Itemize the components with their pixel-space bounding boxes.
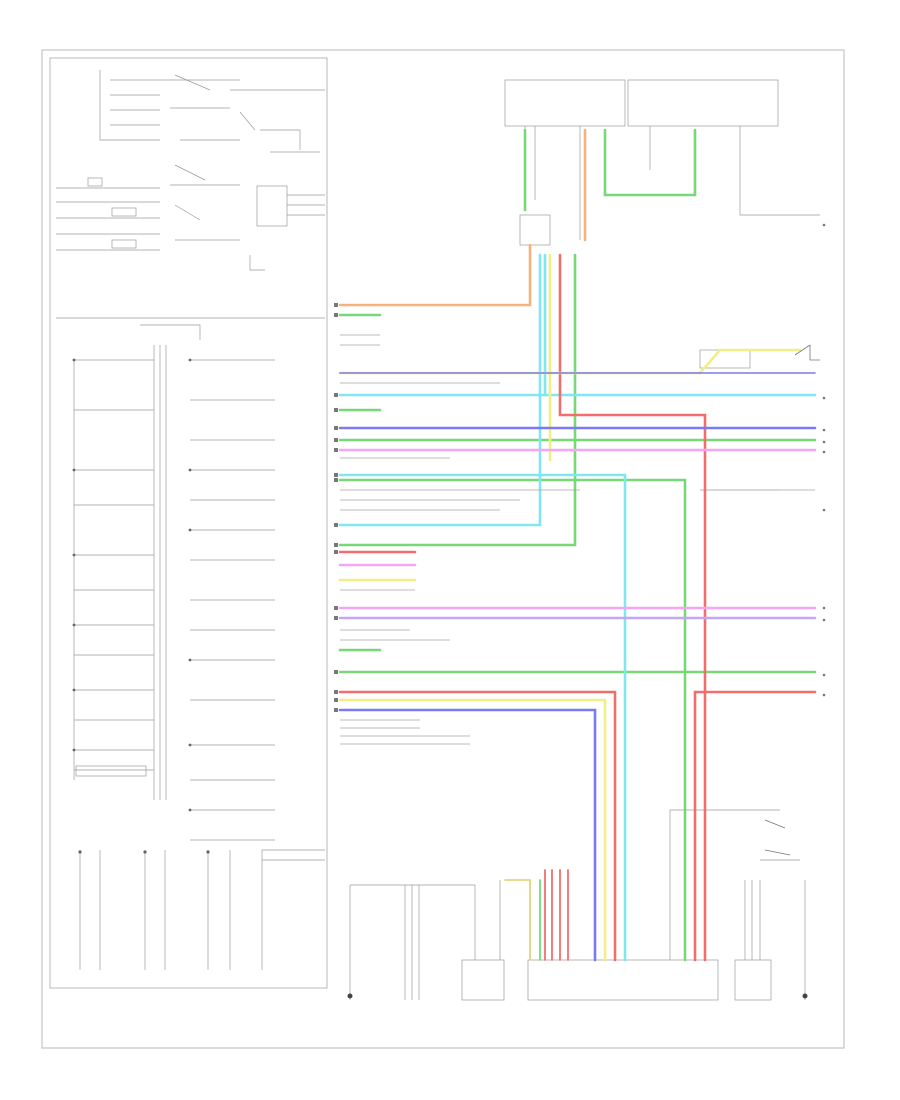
wire-yellow-c <box>338 698 607 962</box>
signal-lines <box>340 334 815 745</box>
wire-yellow-a <box>338 348 802 375</box>
wire-harness <box>338 128 817 962</box>
wire-green-g <box>338 253 577 547</box>
wire-red-a <box>558 253 707 962</box>
sheet-border <box>41 49 845 1049</box>
meter-dots <box>72 358 210 854</box>
wire-blue-c <box>338 708 597 962</box>
wire-cyan-d <box>338 473 627 962</box>
wire-red-d <box>693 690 817 962</box>
bottom-grounds <box>347 993 808 999</box>
relay-symbol <box>794 344 820 361</box>
fuse-relay-box <box>504 79 820 369</box>
ignition-switch-symbol <box>764 819 791 856</box>
bottom-modules <box>349 489 806 1001</box>
harness-terminals <box>334 303 338 712</box>
combination-meter-panel <box>49 57 328 989</box>
wire-red-c <box>338 690 617 962</box>
wire-cyan-b <box>338 253 542 527</box>
wire-bottom-olive <box>504 879 531 961</box>
wire-bundle-bottom <box>544 869 569 961</box>
wire-orange <box>338 128 587 307</box>
wire-green-b <box>603 128 697 197</box>
wire-green-f <box>338 478 687 962</box>
right-edge-terminals <box>822 223 826 697</box>
